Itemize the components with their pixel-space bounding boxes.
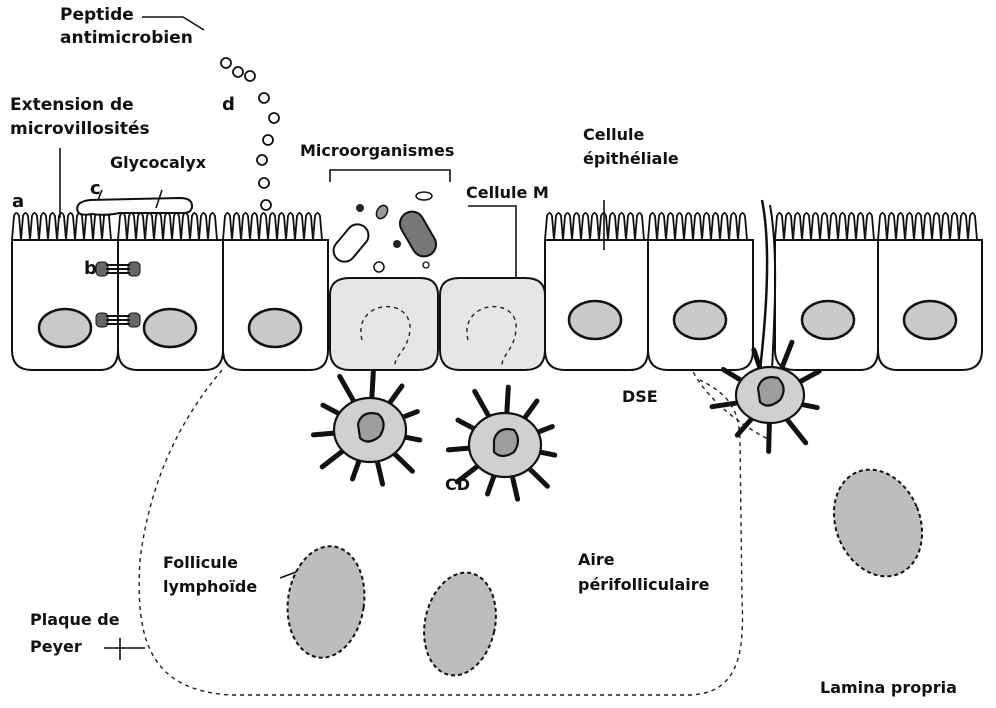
label-peptide-line2: antimicrobien: [60, 28, 193, 48]
label-cellule-epi-line1: Cellule: [583, 125, 644, 144]
microvillus-row: [878, 213, 977, 240]
letter-b: b: [84, 258, 97, 279]
label-aire-line1: Aire: [578, 550, 615, 569]
antimicrobial-peptides: [221, 58, 279, 210]
label-extension-line1: Extension de: [10, 95, 134, 115]
label-plaque-line2: Peyer: [30, 637, 82, 656]
nucleus: [569, 301, 621, 339]
nucleus: [144, 309, 196, 347]
follicle: [818, 456, 937, 589]
nucleus: [39, 309, 91, 347]
label-glycocalyx: Glycocalyx: [110, 153, 207, 172]
follicle: [415, 566, 505, 682]
microvillus-row: [118, 213, 217, 240]
label-aire-line2: périfolliculaire: [578, 575, 710, 594]
microvillus-row: [648, 213, 747, 240]
label-dse: DSE: [622, 387, 658, 406]
label-cd: CD: [445, 475, 470, 494]
label-extension-line2: microvillosités: [10, 119, 150, 139]
letter-c: c: [90, 178, 101, 199]
nucleus: [802, 301, 854, 339]
nucleus: [674, 301, 726, 339]
microvillus-row: [12, 213, 111, 240]
nucleus: [904, 301, 956, 339]
microvillus-row: [775, 213, 874, 240]
letter-a: a: [12, 191, 24, 212]
m-cells: [330, 278, 545, 370]
label-microorganismes: Microorganismes: [300, 141, 454, 160]
label-cellule-epi-line2: épithéliale: [583, 149, 679, 168]
label-follicule-line1: Follicule: [163, 553, 238, 572]
label-peptide-line1: Peptide: [60, 5, 134, 25]
glycocalyx-layer: [77, 198, 192, 215]
microorganismes-bracket: [330, 170, 450, 182]
microvilli: [12, 213, 977, 240]
label-lamina-propria: Lamina propria: [820, 678, 957, 697]
label-plaque-line1: Plaque de: [30, 610, 120, 629]
dendrite: [769, 422, 770, 451]
microvillus-row: [545, 213, 644, 240]
follicle: [281, 541, 372, 662]
microvillus-row: [223, 213, 322, 240]
epithelial-cells-right: [545, 240, 982, 370]
label-follicule-line2: lymphoïde: [163, 577, 257, 596]
letter-d: d: [222, 94, 235, 115]
label-cellule-m: Cellule M: [466, 183, 549, 202]
dendritic-cell-left: [313, 372, 419, 484]
dendrite: [785, 417, 806, 443]
epithelial-cells-left: [12, 240, 328, 370]
nucleus: [249, 309, 301, 347]
microorganisms: [329, 192, 440, 272]
